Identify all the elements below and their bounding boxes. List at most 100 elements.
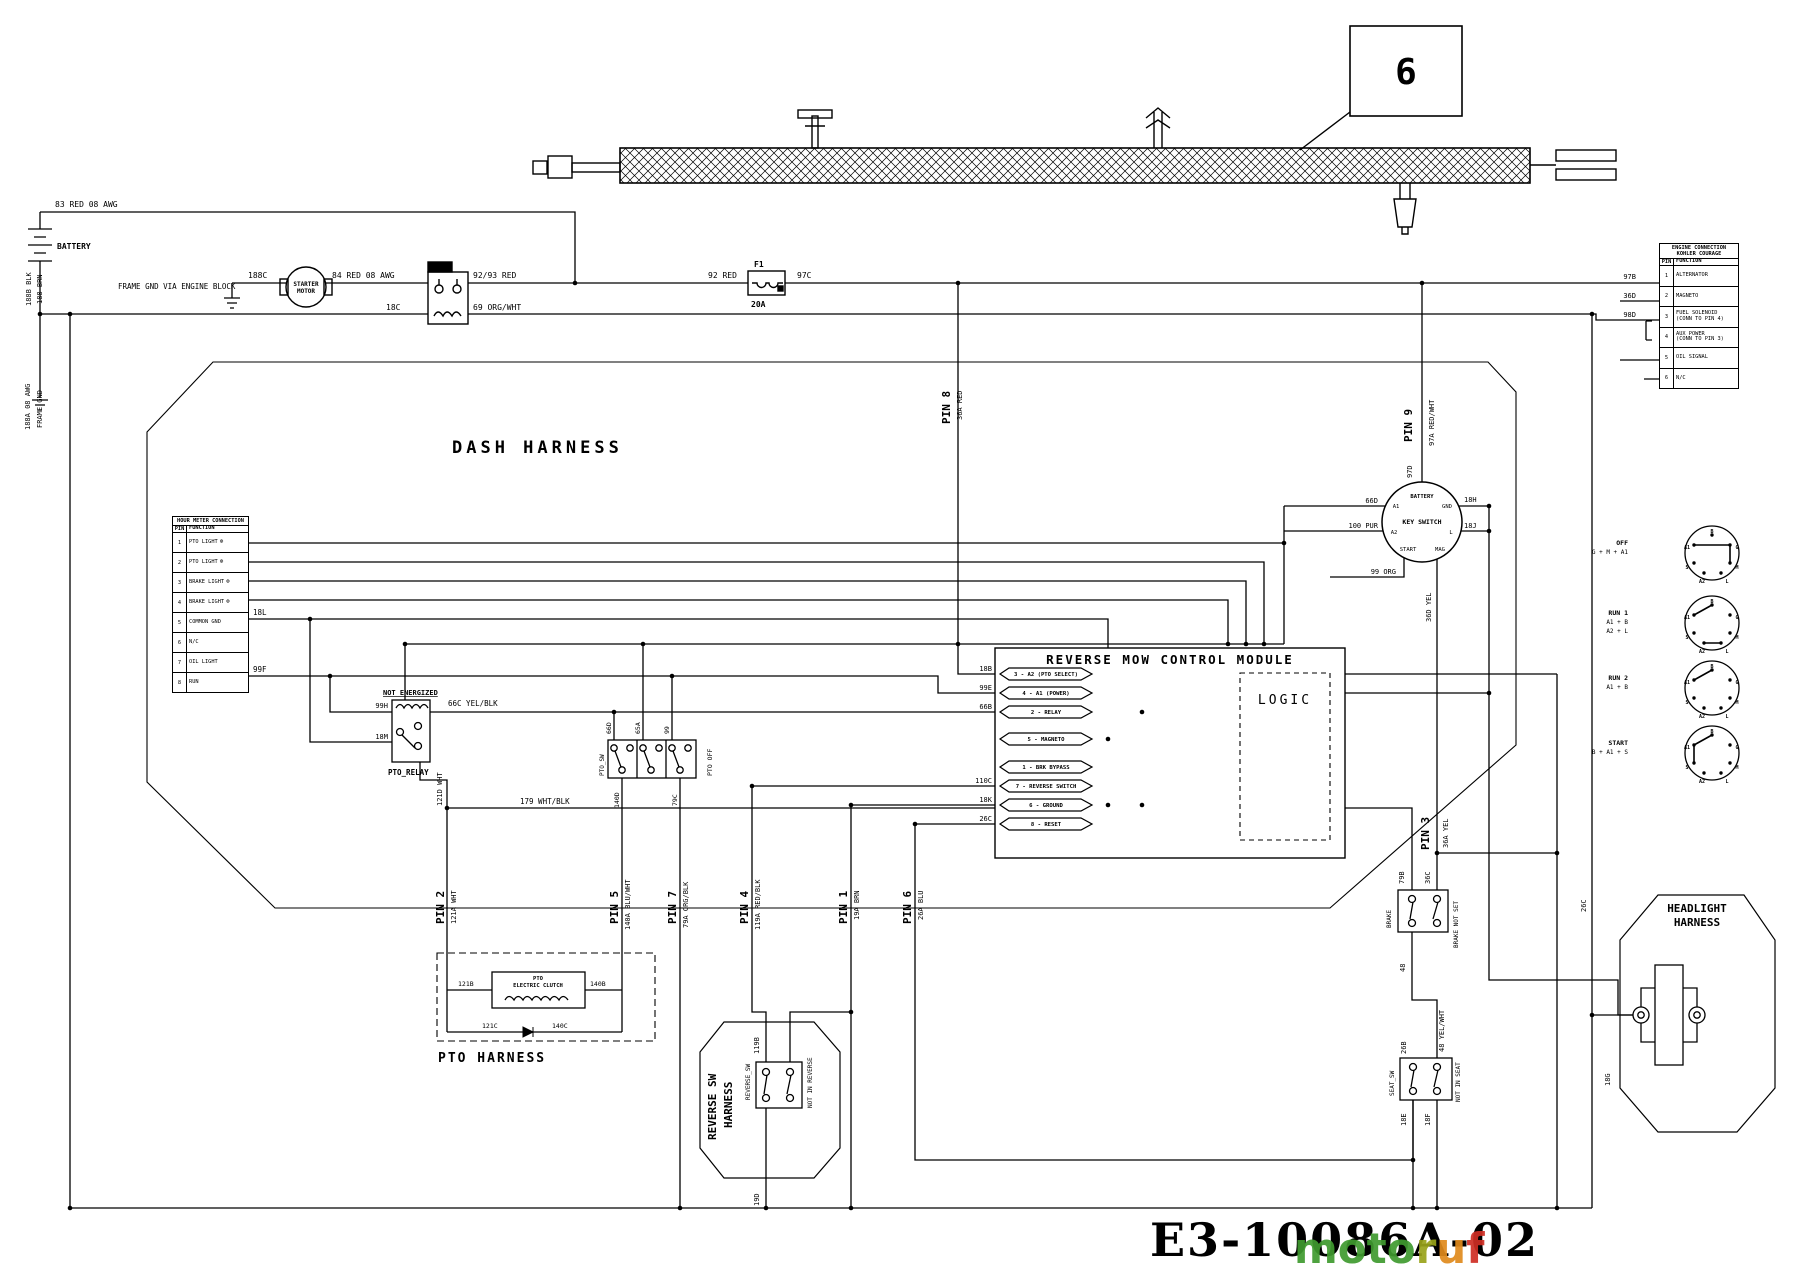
pto-clutch [491, 971, 586, 1009]
key-terminal-dot [1728, 743, 1732, 747]
junction-dot [67, 311, 73, 317]
wire-label: 26C [1580, 899, 1588, 912]
key-position-detail: A2 + L [1606, 628, 1628, 635]
key-position-detail: A1 + B [1606, 619, 1628, 626]
junction-dot [955, 280, 961, 286]
wire-label: 18J [1464, 522, 1477, 530]
module-pin [998, 667, 1094, 681]
wire-label: 18C [386, 303, 401, 312]
wire-label: 18M [375, 733, 388, 741]
wire-label: 188 BRN [36, 274, 44, 304]
module-pin [998, 686, 1094, 700]
cable-end-plug [532, 160, 548, 175]
key-terminal-dot [1692, 561, 1696, 565]
wire-label: 92 RED [708, 271, 737, 280]
module-pin-label: 5 - MAGNETO [1027, 737, 1065, 743]
wire-label: 92/93 RED [473, 271, 517, 280]
module-pin-label: 1 - BRK BYPASS [1022, 765, 1070, 771]
reverse-harness-boundary [699, 1021, 841, 1179]
junction-dot [763, 1205, 769, 1211]
engine-block-ground-icon [224, 283, 240, 309]
wire-label: 19D [753, 1193, 761, 1206]
cable-end-plug-body [547, 155, 573, 179]
wire-label: 140B [590, 980, 606, 988]
wire-label: 36A RED [956, 390, 964, 420]
key-terminal-label: M [1735, 700, 1738, 706]
wire-label: 179 WHT/BLK [520, 797, 570, 806]
wire-label: 79C [671, 794, 679, 806]
junction-dot [1410, 1157, 1416, 1163]
module-pin-label: 3 - A2 (PTO SELECT) [1014, 672, 1078, 678]
wire-label: 99 ORG [1371, 568, 1396, 576]
junction-dot [1434, 1205, 1440, 1211]
junction-dot [955, 641, 961, 647]
cable-drop-connector [1393, 183, 1417, 235]
logic-label: LOGIC [1258, 693, 1312, 708]
module-pin [998, 817, 1094, 831]
key-terminal-label: M [1735, 635, 1738, 641]
key-terminal-label: A1 [1684, 615, 1690, 621]
wire-label: 121C [482, 1022, 498, 1030]
wire-label: 99F [253, 665, 267, 674]
key-terminal-label: B [1710, 664, 1713, 670]
pto-relay-label: PTO_RELAY [388, 768, 429, 777]
key-position-detail: A1 + B [1606, 684, 1628, 691]
wire-label: A2 [1391, 530, 1398, 536]
key-position-name: START [1608, 739, 1628, 747]
key-terminal-dot [1692, 631, 1696, 635]
junction-dot [912, 821, 918, 827]
wire-label: 121B [458, 980, 474, 988]
wire-label: 79A ORG/BLK [682, 881, 690, 928]
wire-label: 100 PUR [1348, 522, 1378, 530]
wire-label: FRAME GND [36, 390, 44, 428]
key-switch-top-label: BATTERY [1410, 494, 1434, 500]
table-title: HOUR METER CONNECTION [173, 517, 248, 527]
junction-dot [677, 1205, 683, 1211]
wire-label: 66D [1365, 497, 1378, 505]
lamp-icon: ⊗ [219, 558, 224, 566]
brake-switch-label: BRAKE [1386, 910, 1393, 928]
wire-label: PIN 7 [666, 891, 679, 924]
module-pin-label: 2 - RELAY [1031, 710, 1062, 716]
junction-dot [1261, 641, 1267, 647]
wire-label: 18F [1424, 1113, 1432, 1126]
wire-label: PIN 2 [434, 891, 447, 924]
key-terminal-label: A1 [1684, 545, 1690, 551]
key-terminal-dot [1702, 706, 1706, 710]
junction-dot [444, 805, 450, 811]
key-terminal-dot [1728, 678, 1732, 682]
wire-label: PIN 3 [1419, 817, 1432, 850]
wire-label: PIN 9 [1402, 409, 1415, 442]
wire-label: GND [1442, 504, 1452, 510]
battery-label: BATTERY [57, 242, 91, 251]
junction-dot [1105, 802, 1111, 808]
frame-ground-icon [32, 399, 48, 411]
wire-label: 99E [979, 684, 992, 692]
key-switch [1381, 481, 1463, 563]
seat-switch-label: SEAT_SW [1389, 1070, 1396, 1096]
key-position-circle [1684, 525, 1740, 581]
key-terminal-label: A2 [1699, 579, 1705, 585]
key-terminal-label: G [1735, 745, 1738, 751]
wire-label: PIN 6 [901, 891, 914, 924]
wire-label: 19A BRN [853, 890, 861, 920]
cable-right-bracket [1530, 149, 1617, 181]
key-terminal-label: M [1735, 765, 1738, 771]
junction-dot [669, 673, 675, 679]
wire-label: 36D YEL [1425, 592, 1433, 622]
wire-label: 84 RED 08 AWG [332, 271, 395, 280]
wire-label: PIN 4 [738, 891, 751, 924]
junction-dot [1486, 690, 1492, 696]
lamp-icon: ⊗ [226, 598, 230, 606]
key-terminal-dot [1719, 706, 1723, 710]
key-terminal-label: G [1735, 545, 1738, 551]
module-pin-label: 8 - RESET [1031, 822, 1062, 828]
key-switch-label: KEY SWITCH [1402, 518, 1441, 526]
junction-dot [1410, 1205, 1416, 1211]
